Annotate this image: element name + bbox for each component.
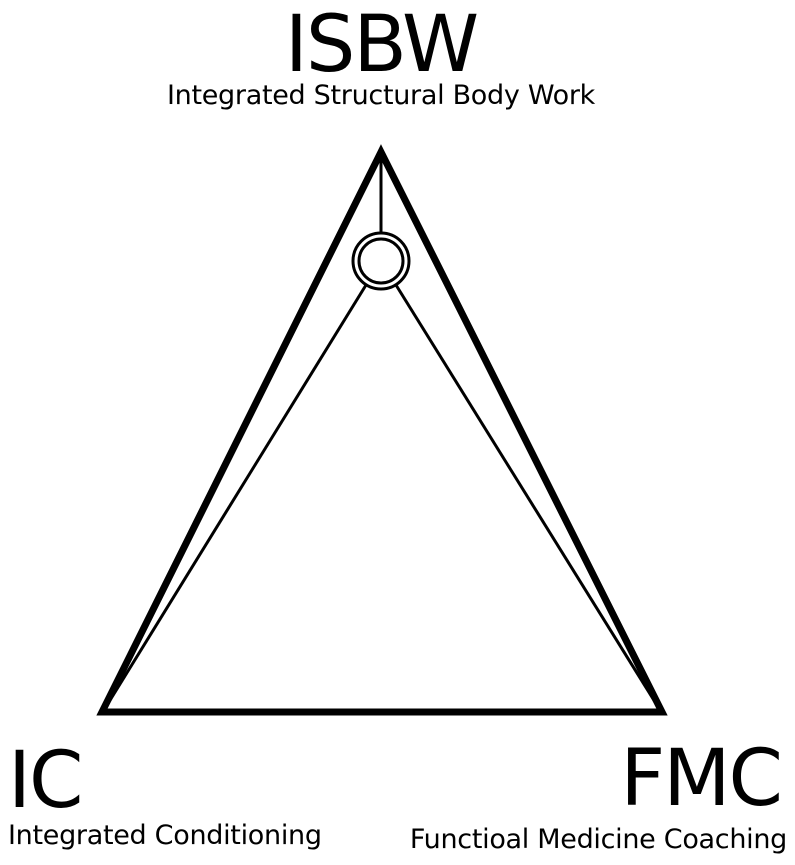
top-vertex-full-name: Integrated Structural Body Work (166, 80, 595, 111)
top-vertex-abbreviation: ISBW (284, 0, 479, 90)
bottom-right-vertex-full-name: Functioal Medicine Coaching (409, 824, 787, 855)
bottom-right-vertex-abbreviation: FMC (620, 734, 783, 824)
center-node-outer-ring (351, 231, 411, 291)
right-connector-line (394, 284, 662, 711)
bottom-left-vertex-abbreviation: IC (8, 736, 83, 826)
left-connector-line (102, 284, 368, 711)
outer-triangle (96, 144, 668, 716)
bottom-left-vertex-full-name: Integrated Conditioning (8, 820, 322, 851)
center-node-inner-ring (357, 237, 405, 285)
